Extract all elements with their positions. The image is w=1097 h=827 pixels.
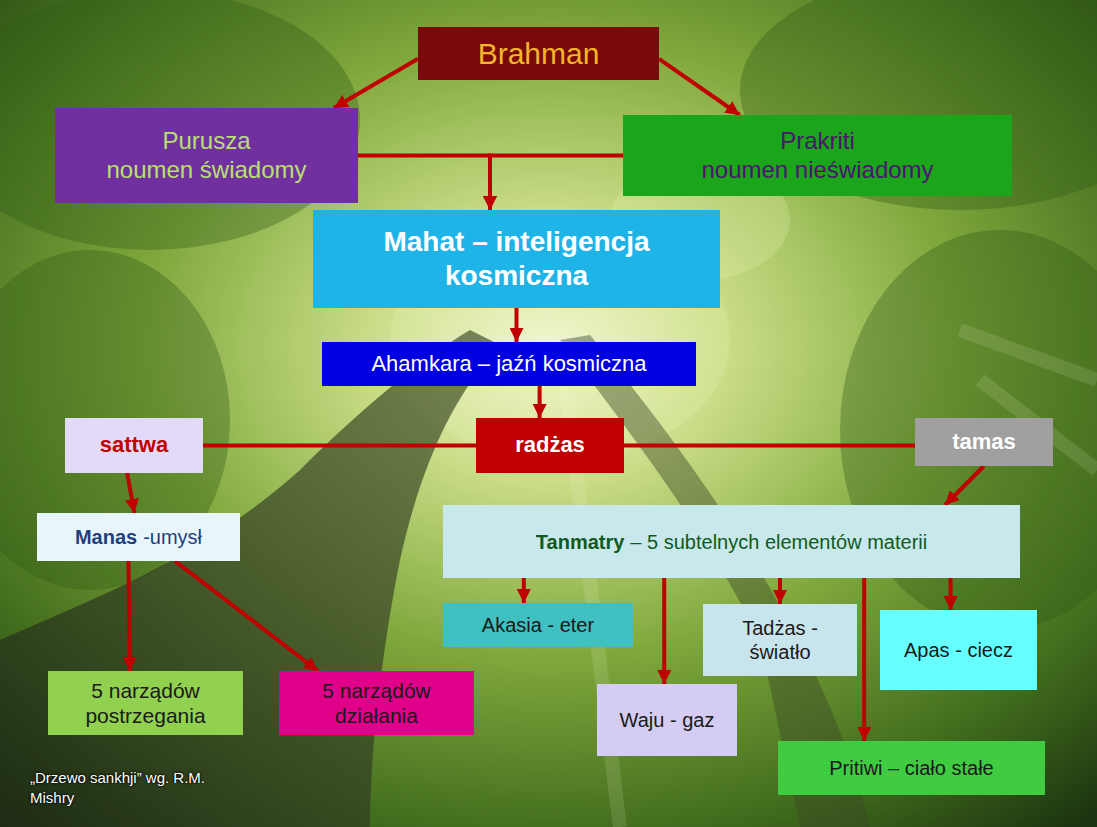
flow-arrow <box>175 561 318 671</box>
flow-arrow <box>334 59 418 108</box>
principle-box: Mahat – inteligencja kosmiczna <box>313 210 720 308</box>
node-text: Ahamkara – jaźń kosmiczna <box>371 351 646 377</box>
flow-arrow <box>128 561 130 671</box>
node-text: noumen świadomy <box>106 156 306 185</box>
node-text: noumen nieświadomy <box>701 156 933 185</box>
node-text: sattwa <box>100 432 168 458</box>
node-text: Tadżas - światło <box>711 616 849 664</box>
guna-box: sattwa <box>65 418 203 473</box>
node-text: radżas <box>515 432 585 458</box>
principle-box: Ahamkara – jaźń kosmiczna <box>322 342 696 386</box>
flow-arrow <box>515 308 519 342</box>
guna-box: radżas <box>476 418 624 473</box>
flow-arrow <box>490 156 623 211</box>
node-text: – 5 subtelnych elementów materii <box>630 530 927 554</box>
organ-box: 5 narządów działania <box>279 671 474 735</box>
guna-box: tamas <box>915 418 1053 466</box>
node-text: tamas <box>952 429 1016 455</box>
noumen-box: Prakritinoumen nieświadomy <box>623 115 1012 196</box>
node-text: Brahman <box>478 36 600 72</box>
flow-arrow <box>203 444 476 448</box>
node-text: Pritiwi – ciało stałe <box>829 756 994 780</box>
flow-arrow <box>949 578 953 610</box>
node-text: Purusza <box>162 127 250 156</box>
node-text: 5 narządów postrzegania <box>56 678 235 728</box>
node-text: Waju - gaz <box>620 708 715 732</box>
node-text: Tanmatry <box>536 530 625 554</box>
organ-box: 5 narządów postrzegania <box>48 671 243 735</box>
node-text: Akasia - eter <box>482 613 594 637</box>
root-box: Brahman <box>418 27 659 80</box>
mind-box: Manas-umysł <box>37 513 240 561</box>
element-box: Waju - gaz <box>597 684 737 756</box>
element-group-box: Tanmatry– 5 subtelnych elementów materii <box>443 505 1020 578</box>
element-box: Akasia - eter <box>443 603 633 647</box>
element-box: Tadżas - światło <box>703 604 857 676</box>
flow-arrow <box>778 578 782 604</box>
flow-arrow <box>862 578 866 741</box>
node-text: Apas - ciecz <box>904 638 1013 662</box>
flow-arrow <box>522 578 526 603</box>
flow-arrow <box>127 473 134 513</box>
flow-arrow <box>662 578 666 684</box>
element-box: Apas - ciecz <box>880 610 1037 690</box>
element-box: Pritiwi – ciało stałe <box>778 741 1045 795</box>
flow-arrow <box>945 466 984 505</box>
node-text: Prakriti <box>780 127 855 156</box>
node-text: Mahat – inteligencja kosmiczna <box>321 225 712 292</box>
node-text: 5 narządów działania <box>287 678 466 728</box>
source-note: „Drzewo sankhji” wg. R.M. Mishry <box>30 768 220 807</box>
flow-arrow <box>659 59 740 115</box>
noumen-box: Puruszanoumen świadomy <box>55 108 358 203</box>
node-text: -umysł <box>143 525 202 549</box>
flow-arrow <box>358 156 490 211</box>
flow-arrow <box>538 386 542 418</box>
node-text: Manas <box>75 525 137 549</box>
flow-arrow <box>624 444 915 448</box>
